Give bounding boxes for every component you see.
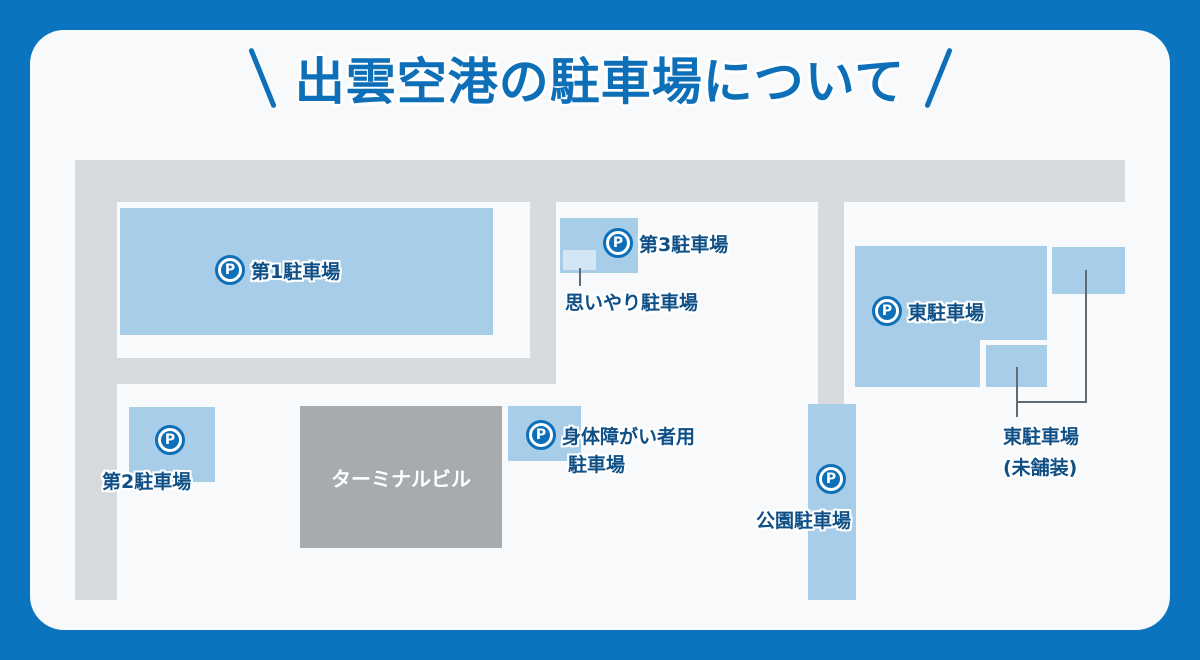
park-lot-area <box>808 404 856 600</box>
terminal-building: ターミナルビル <box>300 406 502 548</box>
accessible-lot-name-line1: 身体障がい者用 <box>562 425 696 448</box>
accessible-lot-label: P 身体障がい者用 <box>526 420 695 450</box>
east-unpaved-leader-horizontal <box>1016 401 1087 403</box>
omoiyari-area <box>563 250 596 270</box>
lot-3-label: P 第3駐車場 <box>603 228 728 258</box>
accessible-lot-name-line2: 駐車場 <box>568 454 626 476</box>
east-unpaved-area-2 <box>1052 247 1125 294</box>
east-unpaved-leader-vertical-2 <box>1085 270 1087 402</box>
east-unpaved-leader-vertical-1 <box>1016 367 1018 417</box>
terminal-label: ターミナルビル <box>331 466 471 491</box>
parking-icon: P <box>155 425 185 455</box>
lot-1-name: 第1駐車場 <box>251 260 341 283</box>
parking-icon: P <box>872 296 902 326</box>
east-unpaved-label-line1: 東駐車場 <box>1003 426 1080 448</box>
lot-3-name: 第3駐車場 <box>639 233 729 256</box>
title-right-slash <box>927 48 949 108</box>
omoiyari-leader-line <box>579 268 581 286</box>
title-left-slash <box>251 48 273 108</box>
east-lot-area-lower <box>855 340 980 387</box>
east-unpaved-label-line2: (未舗装) <box>1003 457 1078 479</box>
park-lot-label: 公園駐車場 <box>756 510 852 532</box>
lot-1-label: P 第1駐車場 <box>215 255 340 285</box>
page-title: 出雲空港の駐車場について <box>0 0 1200 156</box>
road-top <box>75 160 1125 202</box>
road-middle-horizontal <box>75 358 556 384</box>
lot-2-label: 第2駐車場 <box>102 471 192 493</box>
parking-icon: P <box>603 228 633 258</box>
east-lot-name: 東駐車場 <box>908 301 985 324</box>
parking-icon: P <box>526 420 556 450</box>
title-text: 出雲空港の駐車場について <box>294 53 906 111</box>
lot-1-area <box>120 208 493 335</box>
omoiyari-label: 思いやり駐車場 <box>565 292 699 314</box>
parking-icon: P <box>816 464 846 494</box>
east-lot-label: P 東駐車場 <box>872 296 984 326</box>
road-middle-vertical <box>530 160 556 384</box>
parking-icon: P <box>215 255 245 285</box>
